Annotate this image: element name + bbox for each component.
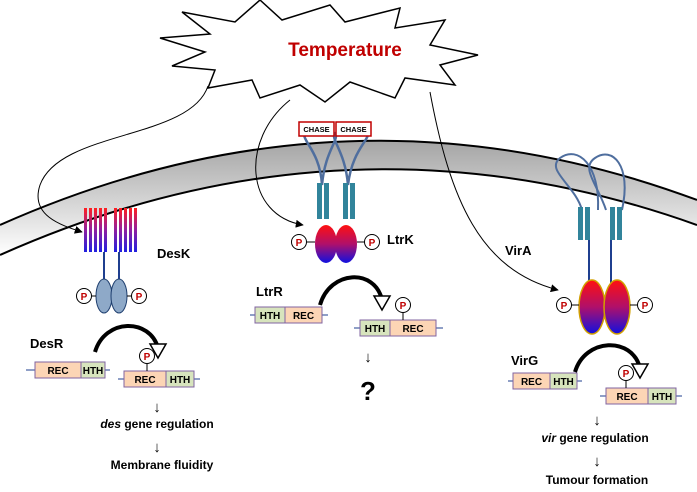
svg-text:P: P bbox=[144, 352, 151, 363]
svg-text:P: P bbox=[400, 301, 407, 312]
vira-label: VirA bbox=[505, 243, 532, 258]
desk-tm-helices-left bbox=[84, 208, 107, 252]
desk-label: DesK bbox=[157, 246, 191, 261]
ltrr-hth-domain: HTH bbox=[260, 311, 281, 322]
ltrr-unphosphorylated: HTH REC bbox=[250, 306, 328, 324]
phospho-ltrk-left: P bbox=[291, 234, 307, 250]
ltrk-receptor: CHASE CHASE bbox=[298, 121, 372, 263]
svg-text:P: P bbox=[296, 238, 303, 249]
virg-hth-domain: HTH bbox=[553, 377, 574, 388]
vira-arrow-2: ↓ bbox=[593, 453, 601, 470]
des-gene-regulation: des gene regulation bbox=[100, 417, 213, 431]
virg-unphosphorylated: REC HTH bbox=[508, 372, 582, 390]
svg-text:P: P bbox=[561, 301, 568, 312]
desr-unphosphorylated: REC HTH bbox=[26, 361, 110, 379]
membrane-outer-line bbox=[0, 139, 697, 226]
vira-kinase-left bbox=[578, 279, 606, 335]
temperature-starburst: Temperature bbox=[159, 0, 479, 103]
ltrr-p-hth-domain: HTH bbox=[365, 324, 386, 335]
svg-text:P: P bbox=[642, 301, 649, 312]
ltrk-kinase-left bbox=[315, 225, 337, 263]
arrow-temp-to-desk bbox=[37, 85, 209, 234]
desr-p-hth-domain: HTH bbox=[170, 375, 191, 386]
phospho-ltrk-right: P bbox=[364, 234, 380, 250]
ltrr-phosphorylated: HTH REC P bbox=[354, 297, 443, 337]
svg-text:P: P bbox=[136, 292, 143, 303]
vira-loop-left bbox=[554, 153, 600, 211]
ltrk-chase-right: CHASE bbox=[340, 125, 366, 134]
svg-text:P: P bbox=[369, 238, 376, 249]
desr-p-rec-domain: REC bbox=[134, 375, 155, 386]
membrane-fluidity-label: Membrane fluidity bbox=[111, 458, 214, 472]
vira-loop-right bbox=[588, 153, 626, 211]
arrow-temp-to-ltrk bbox=[255, 99, 304, 228]
ltrk-chase-left: CHASE bbox=[303, 125, 329, 134]
vira-receptor bbox=[554, 153, 638, 335]
ltrr-label: LtrR bbox=[256, 284, 283, 299]
virg-rec-domain: REC bbox=[521, 377, 542, 388]
ltrk-unknown-outcome: ? bbox=[360, 376, 376, 406]
virg-p-rec-domain: REC bbox=[616, 392, 637, 403]
desr-hth-domain: HTH bbox=[83, 366, 104, 377]
desr-phosphorylated: REC HTH P bbox=[118, 348, 200, 388]
tumour-formation-label: Tumour formation bbox=[546, 473, 648, 487]
desk-arrow-2: ↓ bbox=[153, 439, 161, 456]
vira-arrow-1: ↓ bbox=[593, 412, 601, 429]
ltrk-phosphotransfer-arrow bbox=[318, 275, 392, 312]
ltrk-label: LtrK bbox=[387, 232, 414, 247]
temperature-label: Temperature bbox=[288, 40, 402, 61]
ltrk-arrow-1: ↓ bbox=[364, 349, 372, 366]
desr-label: DesR bbox=[30, 336, 64, 351]
desr-rec-domain: REC bbox=[47, 366, 68, 377]
desk-tm-helices-right bbox=[114, 208, 137, 252]
svg-text:P: P bbox=[623, 369, 630, 380]
ltrk-kinase-right bbox=[335, 225, 357, 263]
phospho-vira-left: P bbox=[556, 297, 572, 313]
vira-phosphotransfer-arrow bbox=[573, 343, 650, 380]
phospho-vira-right: P bbox=[637, 297, 653, 313]
vira-kinase-right bbox=[603, 279, 631, 335]
phospho-desk-left: P bbox=[76, 288, 92, 304]
vir-gene-regulation: vir gene regulation bbox=[541, 431, 648, 445]
ltrr-rec-domain: REC bbox=[293, 311, 314, 322]
ltrr-p-rec-domain: REC bbox=[402, 324, 423, 335]
desk-receptor bbox=[84, 208, 137, 314]
virg-phosphorylated: REC HTH P bbox=[600, 365, 682, 405]
arrow-temp-to-vira bbox=[429, 91, 559, 293]
desk-phosphotransfer-arrow bbox=[93, 324, 168, 360]
desk-arrow-1: ↓ bbox=[153, 399, 161, 416]
phospho-desk-right: P bbox=[131, 288, 147, 304]
desk-kinase-right bbox=[110, 278, 128, 314]
desk-kinase-left bbox=[95, 278, 113, 314]
virg-p-hth-domain: HTH bbox=[652, 392, 673, 403]
svg-text:P: P bbox=[81, 292, 88, 303]
virg-label: VirG bbox=[511, 353, 538, 368]
